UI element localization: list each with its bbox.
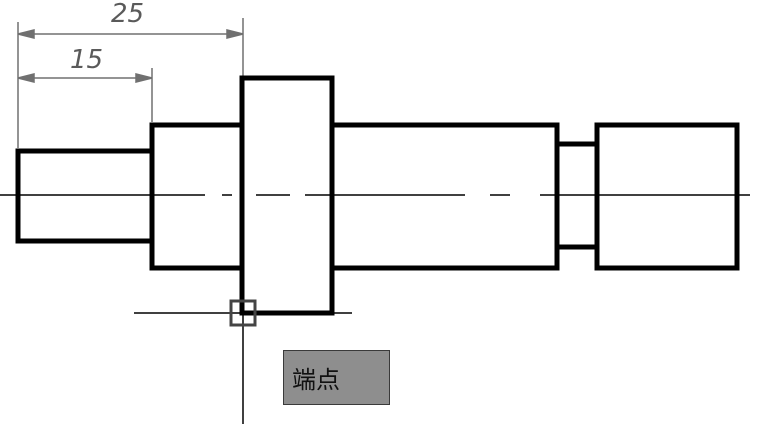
shaft-segment-2 [149, 122, 245, 271]
shaft-segment-6 [594, 122, 740, 271]
osnap-tooltip-label: 端点 [292, 366, 340, 394]
dimension-25 [17, 18, 244, 148]
osnap-tooltip: 端点 [283, 350, 390, 405]
endpoint-snap-icon [229, 299, 257, 327]
shaft-segment-4 [329, 122, 560, 271]
shaft-segment-1 [15, 148, 155, 244]
crosshair-cursor-icon [134, 205, 352, 424]
dimension-15-label: 15 [70, 45, 103, 75]
dimension-15 [17, 68, 153, 122]
dimension-25-label: 25 [111, 0, 144, 29]
